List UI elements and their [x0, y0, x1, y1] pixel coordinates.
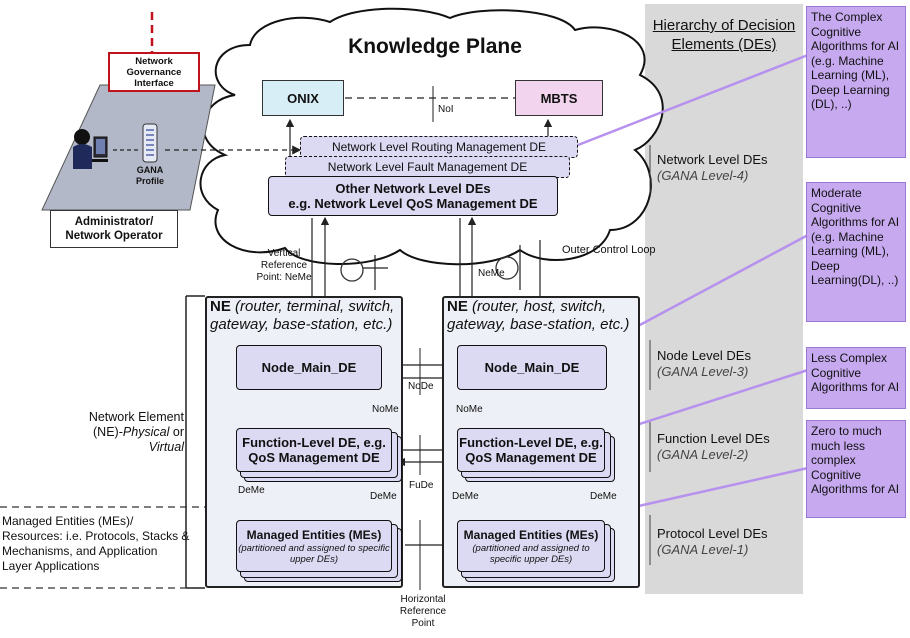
- node-main-de-left: Node_Main_DE: [236, 345, 382, 390]
- administrator-box: Administrator/ Network Operator: [50, 210, 178, 248]
- function-level-de-right: Function-Level DE, e.g. QoS Management D…: [457, 428, 605, 472]
- hierarchy-title: Hierarchy of Decision Elements (DEs): [652, 17, 796, 53]
- outer-control-loop-label: Outer Control Loop: [562, 244, 656, 256]
- mbts-box: MBTS: [515, 80, 603, 116]
- network-governance-interface: Network Governance Interface: [108, 52, 200, 92]
- managed-entities-right: Managed Entities (MEs) (partitioned and …: [457, 520, 605, 572]
- nome-label-right: NoMe: [456, 404, 483, 415]
- level-node: Node Level DEs(GANA Level-3): [657, 348, 751, 379]
- administrator-icon: [70, 125, 110, 177]
- deme-label-left-1: DeMe: [238, 485, 265, 496]
- routing-management-de: Network Level Routing Management DE: [300, 136, 578, 158]
- knowledge-plane-title: Knowledge Plane: [348, 35, 522, 58]
- deme-label-left-2: DeMe: [370, 491, 397, 502]
- managed-entities-left: Managed Entities (MEs) (partitioned and …: [236, 520, 392, 572]
- network-element-label: Network Element (NE)-Physical or Virtual: [88, 410, 184, 454]
- cognitive-complex: The Complex Cognitive Algorithms for AI …: [806, 6, 906, 158]
- vertical-reference-point: Vertical Reference Point: NeMe: [256, 248, 312, 283]
- managed-entities-side-label: Managed Entities (MEs)/ Resources: i.e. …: [2, 514, 190, 573]
- level-protocol: Protocol Level DEs(GANA Level-1): [657, 526, 768, 557]
- deme-label-right-1: DeMe: [452, 491, 479, 502]
- onix-box: ONIX: [262, 80, 344, 116]
- cognitive-less-complex: Less Complex Cognitive Algorithms for AI: [806, 347, 906, 409]
- ne-left-title: NE (router, terminal, switch, gateway, b…: [210, 298, 395, 333]
- fault-management-de: Network Level Fault Management DE: [285, 156, 570, 178]
- hierarchy-panel: [645, 4, 803, 594]
- level-network: Network Level DEs(GANA Level-4): [657, 152, 768, 183]
- nome-label-left: NoMe: [372, 404, 399, 415]
- fude-label: FuDe: [409, 480, 434, 491]
- ne-right-title: NE (router, host, switch, gateway, base-…: [447, 298, 630, 333]
- admin-platform: [41, 84, 216, 211]
- deme-label-right-2: DeMe: [590, 491, 617, 502]
- node-main-de-right: Node_Main_DE: [457, 345, 607, 390]
- node-label: NoDe: [408, 381, 434, 392]
- other-network-level-des: Other Network Level DEs e.g. Network Lev…: [268, 176, 558, 216]
- gana-profile-label: GANA Profile: [135, 165, 164, 186]
- noi-label: NoI: [438, 104, 454, 115]
- gana-profile-icon: [140, 122, 160, 164]
- cognitive-moderate: Moderate Cognitive Algorithms for AI (e.…: [806, 182, 906, 322]
- horizontal-reference-point: Horizontal Reference Point: [399, 594, 447, 629]
- neme-label-right: NeMe: [478, 268, 505, 279]
- level-function: Function Level DEs(GANA Level-2): [657, 431, 770, 462]
- function-level-de-left: Function-Level DE, e.g. QoS Management D…: [236, 428, 392, 472]
- cognitive-zero: Zero to much much less complex Cognitive…: [806, 420, 906, 518]
